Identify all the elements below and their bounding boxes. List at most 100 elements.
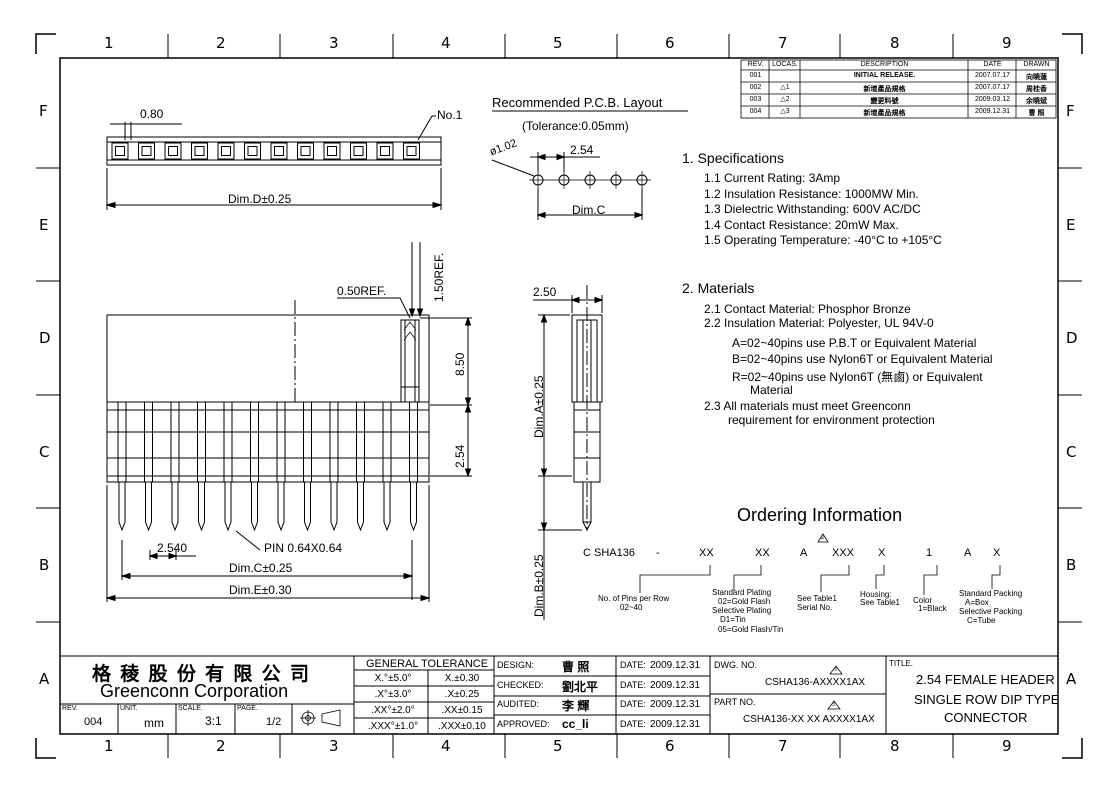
front-cell-outer <box>244 142 261 160</box>
material-2-1: 2.1 Contact Material: Phosphor Bronze <box>704 302 911 316</box>
role-name: 曹 照 <box>562 660 590 674</box>
rev-cell: 001 <box>749 72 762 79</box>
pin-size: PIN 0.64X0.64 <box>264 541 343 555</box>
dwg-rev-mark: 3 <box>834 667 837 673</box>
ordering-title: Ordering Information <box>737 505 903 525</box>
pcb-layout <box>491 110 688 220</box>
rev-cell: 變更料號 <box>870 98 899 105</box>
corner-mark-tl <box>35 33 56 54</box>
zone-col-5-bottom: 5 <box>553 737 563 755</box>
ordering-code-part: - <box>656 547 660 559</box>
rev-cell: 向曉蓮 <box>1026 74 1047 81</box>
page-value: 1/2 <box>266 716 282 728</box>
inner-border <box>59 57 1059 735</box>
spec-item: 1.3 Dielectric Withstanding: 600V AC/DC <box>704 202 921 216</box>
front-cell-outer <box>217 142 235 160</box>
rev-header-rev: REV. <box>747 61 764 68</box>
projection-symbol-icon <box>300 709 341 727</box>
role-date: 2009.12.31 <box>650 679 701 691</box>
spec-item: 1.5 Operating Temperature: -40°C to +105… <box>704 233 942 247</box>
material-2-3-cont: requirement for environment protection <box>728 413 935 427</box>
dim-a: Dim.A±0.25 <box>532 375 546 438</box>
side-dim-e: Dim.E±0.30 <box>229 583 292 597</box>
zone-row-a-right: A <box>1066 670 1077 688</box>
spec-item: 1.4 Contact Resistance: 20mW Max. <box>704 217 899 232</box>
pin-tail <box>251 482 258 532</box>
zone-ticks <box>36 34 1082 758</box>
role-label: APPROVED: <box>497 718 550 729</box>
zone-col-7: 7 <box>778 34 788 52</box>
front-cell-outer <box>350 142 367 160</box>
pin-tail <box>118 482 126 532</box>
front-cell-inner <box>300 146 311 156</box>
pin-tail <box>145 482 152 532</box>
dim-8-50: 8.50 <box>453 352 467 376</box>
zone-col-4: 4 <box>441 34 451 52</box>
ord-housing-1: Housing: <box>860 590 892 599</box>
pcb-dim-c: Dim.C <box>572 203 606 217</box>
rev-cell: 002 <box>749 84 762 91</box>
tolerance-angular: .XX°±2.0° <box>371 705 415 716</box>
rev-cell: 004 <box>749 108 762 115</box>
dim-0-80: 0.80 <box>140 107 164 121</box>
side-view-body <box>106 300 430 483</box>
side-dim-c: Dim.C±0.25 <box>229 561 293 575</box>
ord-serial-2: Serial No. <box>797 603 833 612</box>
rev-cell: 曹 照 <box>1028 110 1045 117</box>
role-label: AUDITED: <box>497 699 540 709</box>
tolerance-linear: .XX±0.15 <box>441 705 483 716</box>
rev-cell: 周桂香 <box>1026 86 1047 93</box>
ord-plating-1: Standard Plating <box>712 588 772 597</box>
materials-heading: 2. Materials <box>682 280 755 296</box>
role-date-label: DATE: <box>620 718 646 729</box>
ordering-code-part: 1 <box>926 547 933 559</box>
zone-col-1-bottom: 1 <box>104 737 114 755</box>
pin-tail <box>357 482 364 532</box>
ordering-code-part: A <box>964 547 972 559</box>
zone-col-8-bottom: 8 <box>890 737 900 755</box>
ord-pack-2: A=Box <box>965 598 989 607</box>
material-option-b: B=02~40pins use Nylon6T or Equivalent Ma… <box>732 352 993 366</box>
title-line-3: CONNECTOR <box>944 710 1028 725</box>
ordering-code-part: XXX <box>832 547 855 559</box>
rev-cell: 新增產品規格 <box>863 110 906 117</box>
front-cell-inner <box>353 146 364 156</box>
rev-header-date: DATE <box>983 61 1002 68</box>
pcb-tolerance: (Tolerance:0.05mm) <box>522 119 629 133</box>
role-name: cc_li <box>562 716 589 731</box>
corner-mark-bl <box>35 738 56 759</box>
rev-header-drawn: DRAWN <box>1023 61 1050 68</box>
zone-row-d-right: D <box>1066 329 1078 347</box>
dwg-no-label: DWG. NO. <box>714 660 757 670</box>
dim-0-50-ref: 0.50REF. <box>337 284 387 298</box>
front-view-body <box>106 136 442 166</box>
material-option-r-cont: Material <box>750 383 793 397</box>
role-date: 2009.12.31 <box>650 718 701 730</box>
zone-col-2-bottom: 2 <box>216 737 226 755</box>
ordering-rev-mark: 2 <box>821 535 825 541</box>
dim-1-50-ref: 1.50REF. <box>432 252 446 302</box>
rev-label: REV. <box>62 705 78 712</box>
revision-table-grid <box>740 59 1057 119</box>
zone-row-a: A <box>39 670 50 688</box>
page-label: PAGE. <box>237 705 258 712</box>
role-date-label: DATE: <box>620 699 646 709</box>
dim-b: Dim.B±0.25 <box>532 554 546 617</box>
ordering-code-part: XX <box>699 547 714 559</box>
pin-tail <box>277 482 285 532</box>
rev-cell: 2007.07.17 <box>974 84 1011 91</box>
rev-header-locas: LOCAS. <box>772 61 798 68</box>
dim-2-50: 2.50 <box>533 285 557 299</box>
zone-col-4-bottom: 4 <box>441 737 451 755</box>
front-cell-inner <box>247 146 258 156</box>
front-cell-outer <box>403 142 420 160</box>
zone-row-c-right: C <box>1066 443 1077 461</box>
ord-pack-1: Standard Packing <box>959 589 1023 598</box>
specifications-heading: 1. Specifications <box>682 150 784 166</box>
title-block-grid <box>60 655 1058 734</box>
ordering-code-part: C SHA136 <box>583 547 635 559</box>
pin-1-label: No.1 <box>437 108 463 122</box>
end-view-body <box>533 285 604 620</box>
title-line-2: SINGLE ROW DIP TYPE <box>914 692 1060 707</box>
